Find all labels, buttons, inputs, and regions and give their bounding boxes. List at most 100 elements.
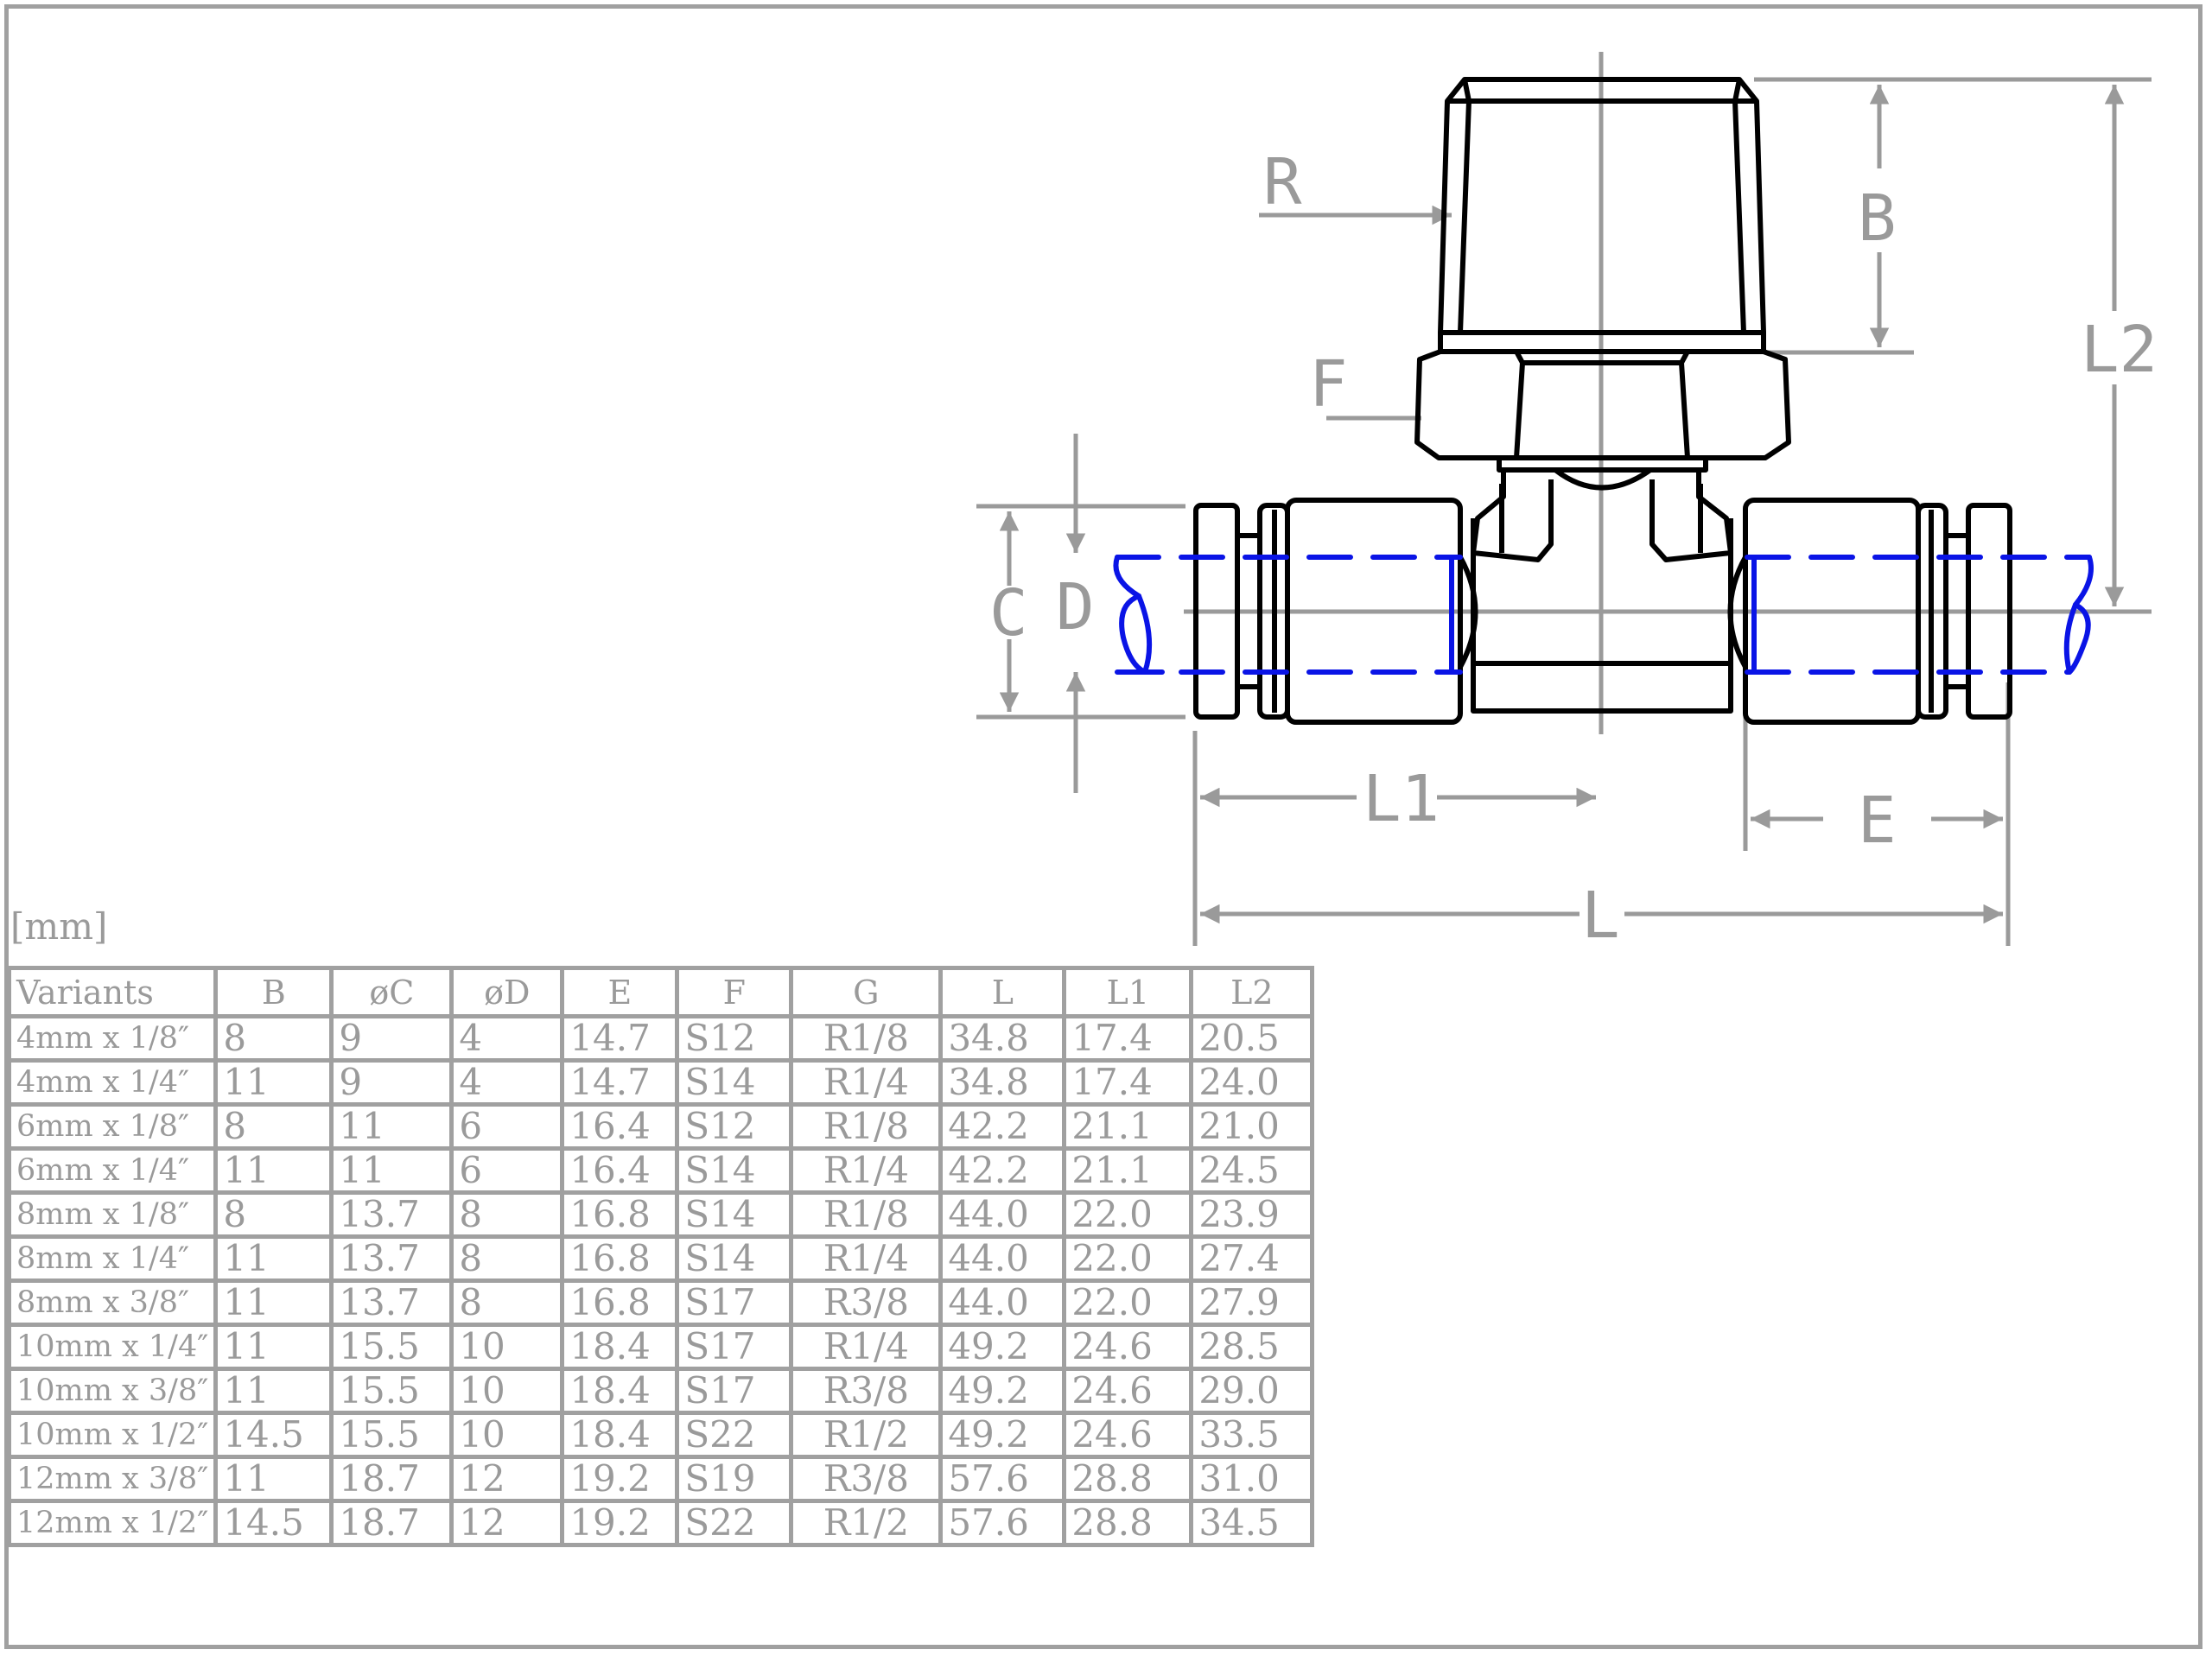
center-lines: [1184, 52, 2152, 734]
table-cell: 18.7: [329, 1455, 454, 1503]
table-cell: 4: [449, 1014, 565, 1063]
table-cell: 10: [449, 1411, 565, 1459]
table-cell: 8: [213, 1102, 334, 1151]
left-collet-curve: [1458, 555, 1478, 669]
table-cell: S22: [675, 1411, 794, 1459]
table-cell: 49.2: [938, 1367, 1067, 1415]
table-cell: R1/4: [789, 1234, 944, 1283]
table-cell: 16.4: [560, 1146, 680, 1195]
table-cell-variant: 4mm x 1/8″: [6, 1014, 219, 1063]
table-cell: 21.0: [1189, 1102, 1315, 1151]
table-cell: 8: [449, 1234, 565, 1283]
table-cell: R1/2: [789, 1411, 944, 1459]
table-cell: 19.2: [560, 1455, 680, 1503]
table-cell: 8: [449, 1278, 565, 1327]
table-cell: 21.1: [1062, 1102, 1194, 1151]
table-cell: 49.2: [938, 1323, 1067, 1371]
table-cell-variant: 10mm x 3/8″: [6, 1367, 219, 1415]
table-cell-variant: 8mm x 1/8″: [6, 1190, 219, 1239]
left-button-stem: [1237, 533, 1260, 689]
label-L: L: [1581, 879, 1620, 953]
neck-curve: [1554, 467, 1652, 491]
table-cell: 42.2: [938, 1146, 1067, 1195]
table-cell: 6: [449, 1146, 565, 1195]
table-cell: R1/8: [789, 1014, 944, 1063]
column-header-col2: øC: [329, 966, 454, 1018]
right-tube: [1745, 555, 2094, 675]
table-cell: 16.8: [560, 1278, 680, 1327]
table-cell: 16.8: [560, 1190, 680, 1239]
table-cell: 21.1: [1062, 1146, 1194, 1195]
table-cell: 15.5: [329, 1323, 454, 1371]
table-cell: S22: [675, 1499, 794, 1547]
table-cell: 14.7: [560, 1058, 680, 1107]
table-cell: 8: [449, 1190, 565, 1239]
table-cell: S14: [675, 1234, 794, 1283]
table-cell: 28.8: [1062, 1499, 1194, 1547]
table-cell: 57.6: [938, 1455, 1067, 1503]
label-L1: L1: [1363, 762, 1440, 836]
table-cell: 11: [213, 1146, 334, 1195]
column-header-col3: øD: [449, 966, 565, 1018]
thread-chamfer: [1447, 79, 1757, 333]
table-cell: 44.0: [938, 1190, 1067, 1239]
table-cell: 13.7: [329, 1190, 454, 1239]
label-R: R: [1263, 145, 1302, 219]
right-collet-ring: [1916, 503, 1948, 720]
table-cell: S17: [675, 1278, 794, 1327]
table-cell: 15.5: [329, 1367, 454, 1415]
table-cell: S14: [675, 1058, 794, 1107]
table-cell: 27.9: [1189, 1278, 1315, 1327]
table-cell: 15.5: [329, 1411, 454, 1459]
unit-label: [mm]: [10, 905, 108, 948]
table-cell: 9: [329, 1014, 454, 1063]
table-cell: 42.2: [938, 1102, 1067, 1151]
table-cell: R1/4: [789, 1323, 944, 1371]
left-collet-ring: [1257, 503, 1290, 720]
dimension-labels: R B F L2 C D L1 E L: [989, 145, 2158, 953]
table-cell: 57.6: [938, 1499, 1067, 1547]
column-header-col1: B: [213, 966, 334, 1018]
left-release-button: [1193, 503, 1240, 720]
table-cell: 24.6: [1062, 1367, 1194, 1415]
table-cell: 11: [213, 1323, 334, 1371]
right-button-stem: [1946, 533, 1968, 689]
sheet-border: [4, 4, 2202, 1649]
table-cell: 11: [213, 1367, 334, 1415]
table-cell: 14.7: [560, 1014, 680, 1063]
column-header-col9: L2: [1189, 966, 1315, 1018]
table-cell: 28.8: [1062, 1455, 1194, 1503]
table-cell-variant: 8mm x 3/8″: [6, 1278, 219, 1327]
label-D: D: [1056, 570, 1095, 644]
right-release-button: [1966, 503, 2012, 720]
table-cell: 16.8: [560, 1234, 680, 1283]
right-collet-curve: [1727, 555, 1748, 669]
table-cell: 31.0: [1189, 1455, 1315, 1503]
table-cell: 27.4: [1189, 1234, 1315, 1283]
fitting-outline: [1193, 77, 2012, 725]
column-header-col6: G: [789, 966, 944, 1018]
table-cell: 24.0: [1189, 1058, 1315, 1107]
tee-branch-inner: [1499, 484, 1703, 553]
table-cell: 44.0: [938, 1278, 1067, 1327]
table-cell: 13.7: [329, 1234, 454, 1283]
table-cell: R3/8: [789, 1455, 944, 1503]
table-cell: 14.5: [213, 1499, 334, 1547]
table-cell: S14: [675, 1190, 794, 1239]
table-cell: 17.4: [1062, 1014, 1194, 1063]
hex-nut: [1414, 349, 1791, 460]
table-cell: 4: [449, 1058, 565, 1107]
table-cell: 19.2: [560, 1499, 680, 1547]
table-cell-variant: 12mm x 3/8″: [6, 1455, 219, 1503]
table-cell: 18.4: [560, 1323, 680, 1371]
table-cell-variant: 4mm x 1/4″: [6, 1058, 219, 1107]
